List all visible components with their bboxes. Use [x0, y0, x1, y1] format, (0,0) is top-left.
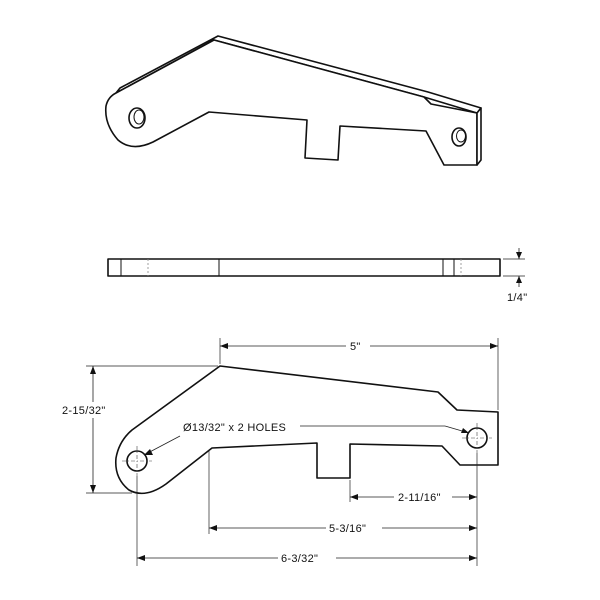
height-label: 2-15/32" — [62, 405, 106, 417]
side-view: 1/4" — [107, 248, 527, 304]
dimension-inner-length: 5-3/16" — [208, 450, 477, 536]
isometric-view — [104, 35, 482, 166]
dimension-overall-length: 6-3/32" — [136, 476, 477, 566]
side-view-bar — [107, 258, 501, 277]
overall-width-label: 5" — [350, 341, 361, 353]
dimension-overall-width: 5" — [219, 338, 499, 410]
front-view-outline — [114, 365, 499, 495]
inner-length-label: 5-3/16" — [329, 523, 366, 535]
hole-callout: Ø13/32" x 2 HOLES — [143, 422, 470, 456]
dimension-slot-offset: 2-11/16" — [349, 453, 478, 566]
overall-length-label: 6-3/32" — [281, 553, 318, 565]
hole-spec-label: Ø13/32" x 2 HOLES — [183, 422, 286, 434]
slot-offset-label: 2-11/16" — [398, 492, 441, 504]
thickness-dimension: 1/4" — [507, 292, 527, 304]
front-view — [114, 365, 499, 495]
iso-front-face — [104, 39, 478, 166]
iso-right-side — [476, 107, 482, 166]
dimension-height: 2-15/32" — [60, 365, 218, 494]
